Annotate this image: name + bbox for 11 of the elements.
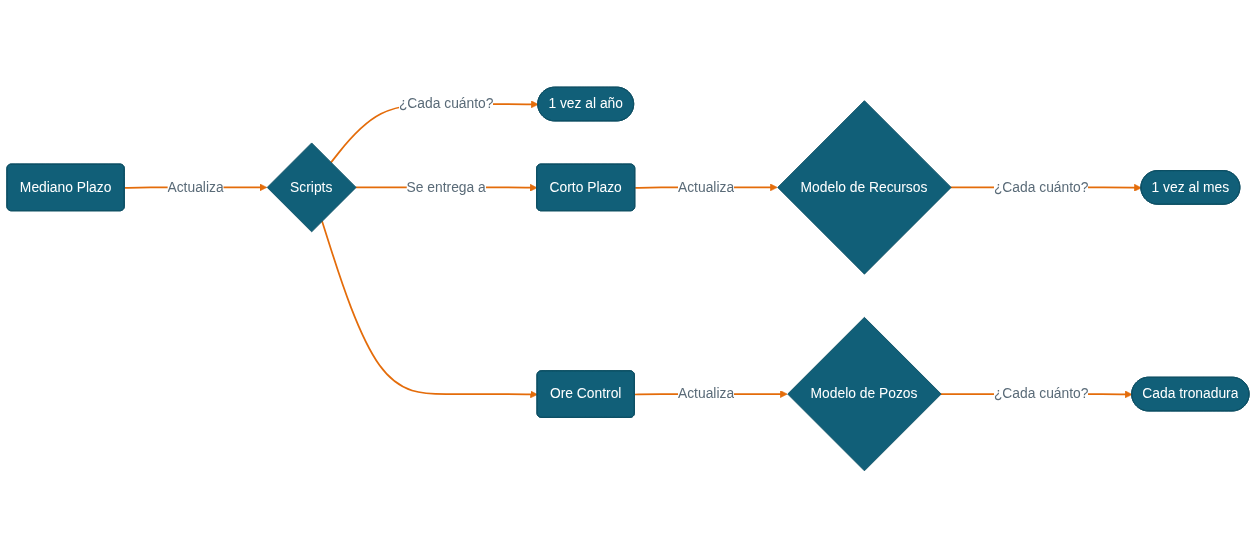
node-diamond: Modelo de Recursos [777, 100, 952, 275]
edge-label: ¿Cada cuánto? [993, 179, 1089, 195]
edge-label: ¿Cada cuánto? [398, 96, 494, 111]
edge-label: Actualiza [167, 179, 224, 195]
arrow [321, 220, 538, 399]
edge-label: Actualiza [677, 179, 735, 195]
edge-label: Actualiza [677, 386, 735, 401]
node-diamond: Modelo de Pozos [787, 316, 942, 472]
node-diamond: Scripts [266, 142, 357, 233]
edge-label: Se entrega a [406, 179, 486, 195]
edge-label: ¿Cada cuánto? [993, 386, 1089, 401]
